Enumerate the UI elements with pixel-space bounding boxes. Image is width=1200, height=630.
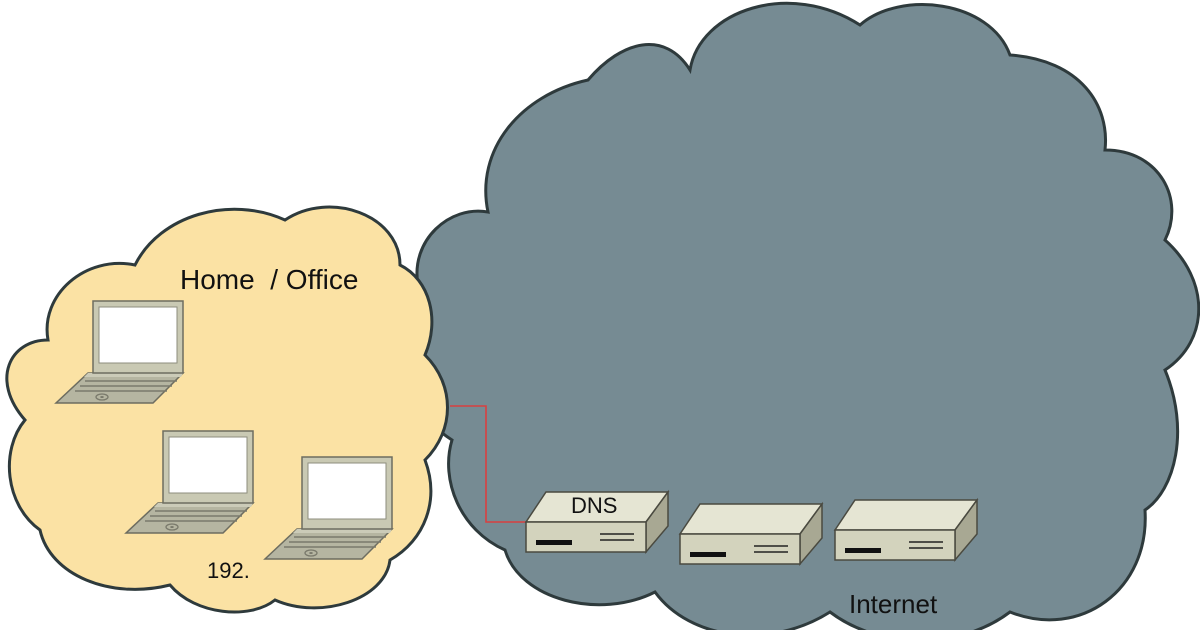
network-link bbox=[450, 405, 526, 523]
internet-label: Internet bbox=[849, 589, 938, 619]
internet-cloud bbox=[400, 1, 1200, 630]
home-office-label: Home / Office bbox=[180, 264, 358, 295]
server-icon bbox=[834, 499, 978, 561]
ip-address-label: 192. bbox=[207, 558, 250, 583]
server-icon bbox=[679, 503, 823, 565]
dns-label: DNS bbox=[571, 493, 617, 518]
